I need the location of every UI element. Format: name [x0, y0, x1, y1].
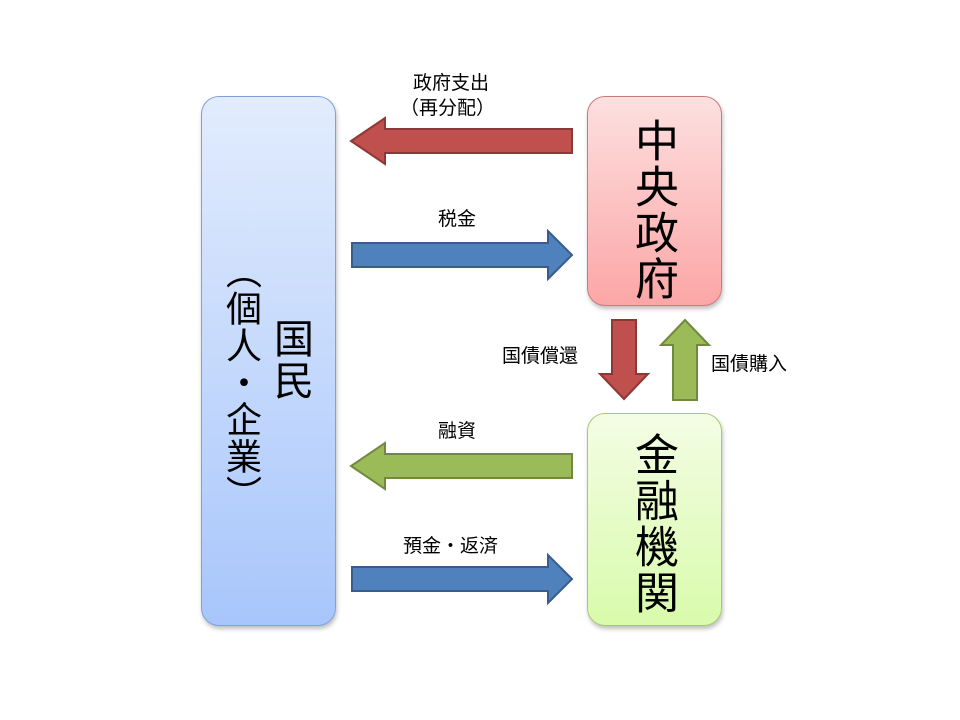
- bank-title: 金融機関: [627, 432, 678, 616]
- bond-redemption-label: 国債償還: [502, 345, 579, 367]
- people-title: 国民: [267, 318, 313, 402]
- loan-label: 融資: [438, 420, 477, 442]
- government-title: 中央政府: [627, 118, 678, 302]
- arrow-bond-purchase: [658, 318, 712, 401]
- government-box: [587, 96, 722, 306]
- arrow-bond-redemption: [597, 319, 651, 401]
- people-subtitle: （個人・企業）: [220, 253, 261, 512]
- arrow-tax: [351, 228, 574, 282]
- tax-label: 税金: [438, 208, 477, 230]
- people-box: [201, 96, 336, 626]
- arrow-loan: [349, 441, 573, 491]
- gov-spending-sublabel: （再分配）: [400, 97, 496, 119]
- arrow-gov-spending: [349, 116, 573, 166]
- gov-spending-label: 政府支出: [413, 72, 490, 94]
- deposit-repayment-label: 預金・返済: [403, 535, 499, 557]
- bond-purchase-label: 国債購入: [711, 353, 788, 375]
- bank-box: [587, 413, 722, 626]
- arrow-deposit-repayment: [351, 552, 574, 606]
